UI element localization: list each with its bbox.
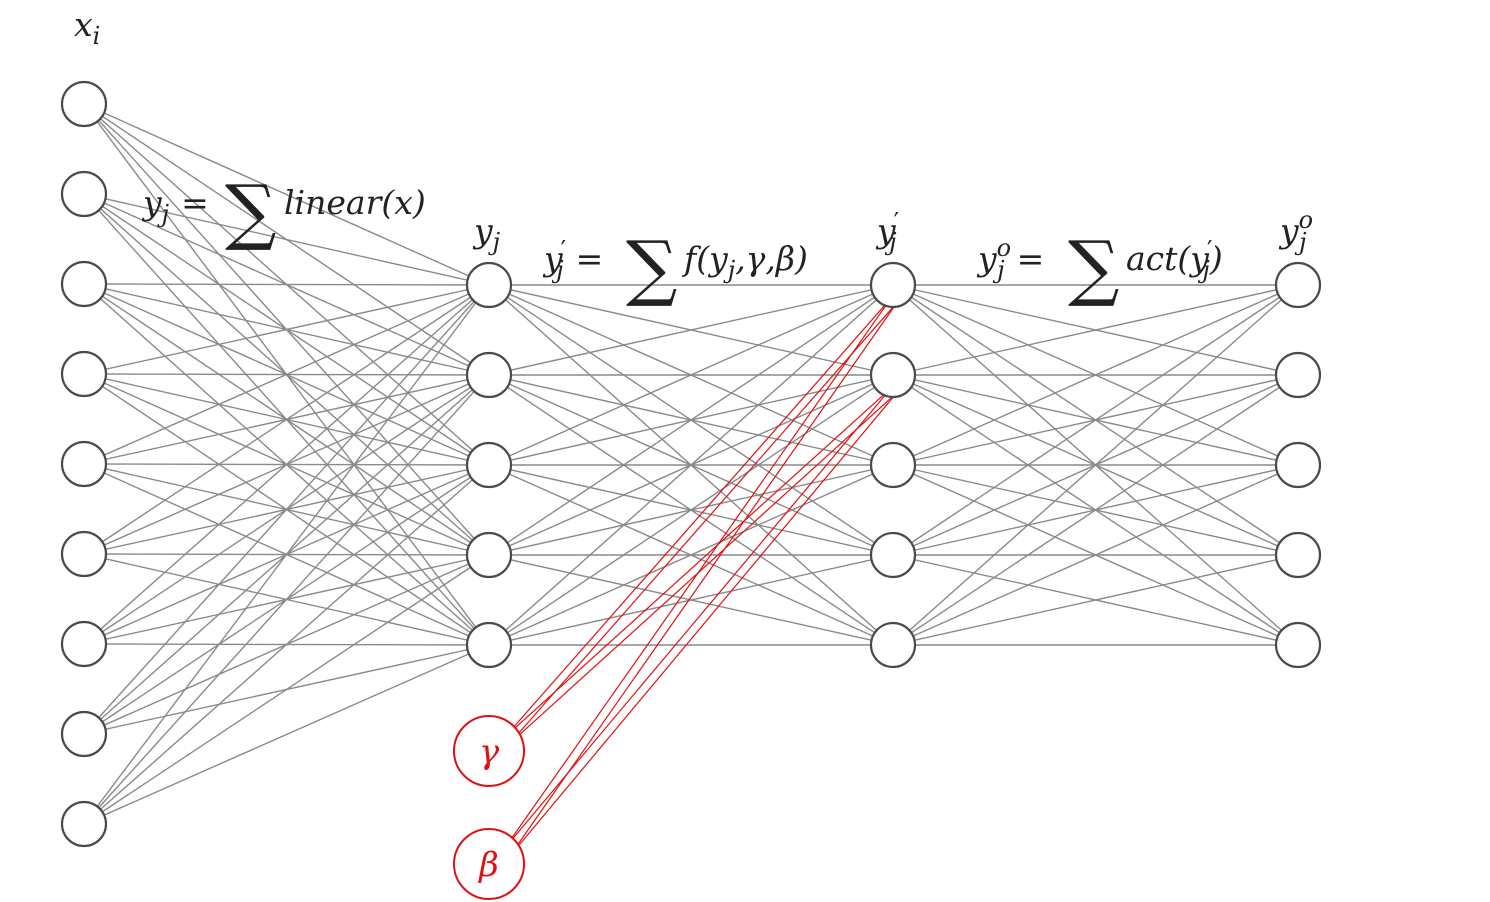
- layer-label-linear: yj: [472, 211, 501, 256]
- node-input-7: [60, 710, 108, 758]
- edge-input-8-0: [83, 284, 490, 825]
- node-norm-3: [869, 531, 917, 579]
- edges: [83, 103, 1299, 825]
- node-output-3: [1274, 531, 1322, 579]
- svg-text:f(yj,γ,β): f(yj,γ,β): [681, 239, 808, 284]
- param-edge-beta-1-b: [508, 392, 898, 858]
- nodes: [60, 80, 1322, 848]
- param-edges: [503, 297, 898, 858]
- node-linear-4: [465, 621, 513, 669]
- svg-text:act(y′j): act(y′j): [1126, 236, 1223, 284]
- node-input-2: [60, 260, 108, 308]
- edge-input-4-0: [83, 284, 490, 465]
- edge-input-5-0: [83, 284, 490, 555]
- node-input-3: [60, 350, 108, 398]
- edge-input-7-0: [83, 284, 490, 735]
- param-symbol-beta: β: [477, 845, 499, 885]
- edge-norm-4-3: [892, 554, 1299, 646]
- param-edge-beta-0-b: [508, 302, 898, 858]
- param-edge-gamma-1: [503, 387, 892, 739]
- svg-text:y′j=: y′j=: [542, 236, 603, 284]
- edge-linear-4-1: [488, 374, 894, 646]
- equation-norm: y′j= ∑ f(yj,γ,β): [542, 225, 808, 309]
- node-linear-1: [465, 351, 513, 399]
- edge-input-2-0: [83, 283, 490, 286]
- node-linear-3: [465, 531, 513, 579]
- node-output-0: [1274, 261, 1322, 309]
- node-input-0: [60, 80, 108, 128]
- edge-linear-4-3: [488, 554, 894, 646]
- edge-norm-4-0: [892, 284, 1299, 646]
- edge-input-6-0: [83, 284, 490, 645]
- param-edge-beta-0: [503, 297, 892, 849]
- edge-input-8-4: [83, 644, 490, 825]
- layer-label-input: xi: [74, 5, 100, 50]
- layer-label-norm: y′j: [875, 208, 899, 256]
- edge-input-8-2: [83, 464, 490, 825]
- edge-input-0-0: [83, 103, 490, 286]
- edge-norm-4-1: [892, 374, 1299, 646]
- equation-linear: yj= ∑ linear(x): [141, 169, 426, 253]
- param-symbol-gamma: γ: [479, 732, 500, 772]
- node-output-2: [1274, 441, 1322, 489]
- edge-linear-1-0: [488, 284, 894, 376]
- param-node-beta: [453, 828, 525, 900]
- edge-linear-2-0: [488, 284, 894, 466]
- svg-text:∑: ∑: [225, 169, 276, 253]
- node-norm-2: [869, 441, 917, 489]
- edge-input-3-0: [83, 284, 490, 375]
- edge-norm-3-0: [892, 284, 1299, 556]
- node-linear-0: [465, 261, 513, 309]
- svg-text:∑: ∑: [626, 225, 677, 309]
- param-edge-gamma-0: [503, 297, 892, 738]
- edge-input-8-3: [83, 554, 490, 825]
- edge-linear-4-2: [488, 464, 894, 646]
- svg-text:yj=: yj=: [141, 183, 209, 228]
- edge-linear-4-0: [488, 284, 894, 646]
- param-edge-beta-1: [503, 387, 892, 849]
- node-output-4: [1274, 621, 1322, 669]
- param-node-gamma: [453, 715, 525, 787]
- node-input-6: [60, 620, 108, 668]
- node-input-5: [60, 530, 108, 578]
- edge-norm-4-2: [892, 464, 1299, 646]
- param-nodes: γβ: [453, 715, 525, 900]
- node-norm-1: [869, 351, 917, 399]
- node-linear-2: [465, 441, 513, 489]
- node-input-8: [60, 800, 108, 848]
- node-output-1: [1274, 351, 1322, 399]
- svg-text:∑: ∑: [1068, 225, 1119, 309]
- edge-linear-3-0: [488, 284, 894, 556]
- edge-input-8-1: [83, 374, 490, 825]
- svg-text:yoj=: yoj=: [976, 234, 1044, 284]
- node-input-1: [60, 170, 108, 218]
- node-input-4: [60, 440, 108, 488]
- svg-text:linear(x): linear(x): [284, 183, 426, 222]
- edge-input-1-0: [83, 193, 490, 286]
- node-norm-0: [869, 261, 917, 309]
- param-edge-gamma-1-b: [508, 392, 898, 745]
- param-edge-gamma-0-b: [508, 302, 898, 745]
- edge-norm-2-0: [892, 284, 1299, 466]
- edge-norm-1-0: [892, 284, 1299, 376]
- node-norm-4: [869, 621, 917, 669]
